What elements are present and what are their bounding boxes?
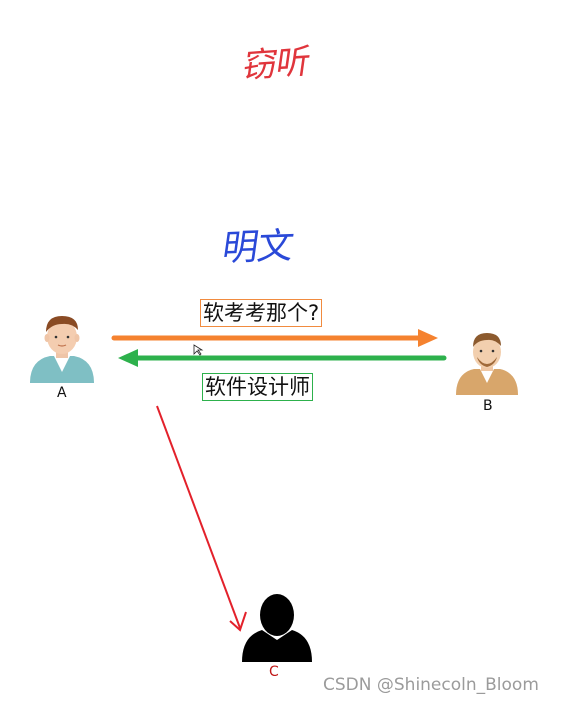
person-b-label: B — [483, 398, 493, 414]
person-c-silhouette-icon — [242, 594, 312, 662]
arrow-b-to-a — [118, 349, 447, 367]
cursor-icon — [193, 344, 204, 356]
arrow-a-to-b — [111, 329, 438, 347]
person-a-label: A — [57, 385, 67, 401]
person-b-icon — [456, 333, 518, 395]
person-a-icon — [30, 316, 94, 383]
person-c-label: C — [269, 664, 279, 680]
interception-arrow — [156, 405, 247, 632]
answer-message-box: 软件设计师 — [202, 373, 313, 401]
question-message-box: 软考考那个? — [200, 299, 323, 327]
watermark-text: CSDN @Shinecoln_Bloom — [323, 675, 539, 695]
